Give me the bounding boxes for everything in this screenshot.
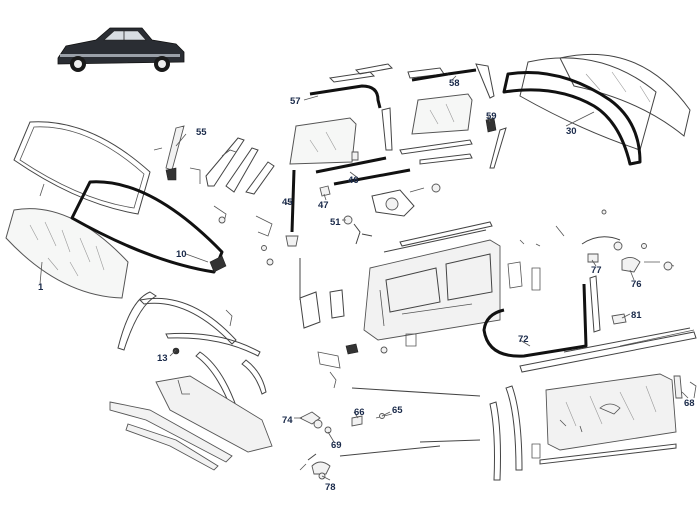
- vent-window-parts: [153, 125, 275, 266]
- callout-47: 47: [318, 200, 329, 211]
- callout-13: 13: [157, 353, 168, 364]
- callout-74: 74: [282, 415, 293, 426]
- callout-72: 72: [518, 334, 529, 345]
- callout-78: 78: [325, 482, 336, 493]
- callout-59: 59: [486, 111, 497, 122]
- callout-45: 45: [282, 197, 293, 208]
- callout-68: 68: [684, 398, 695, 409]
- small-hardware: [298, 387, 481, 480]
- windshield-seal: [70, 180, 227, 274]
- callout-10: 10: [176, 249, 187, 260]
- lower-valance: [109, 375, 273, 471]
- door-hardware: [581, 209, 675, 325]
- callouts: 1 10 13 30 45 46 47 51 55 57 58 59 65 66…: [38, 78, 695, 493]
- callout-1: 1: [38, 282, 44, 293]
- door-seal: [482, 275, 697, 373]
- callout-30: 30: [566, 126, 577, 137]
- callout-58: 58: [449, 78, 460, 89]
- door-inner-structure: [299, 225, 565, 389]
- windshield-glass: [5, 208, 129, 299]
- callout-69: 69: [331, 440, 342, 451]
- callout-65: 65: [392, 405, 403, 416]
- callout-55: 55: [196, 127, 207, 138]
- top-seal-assembly: [502, 53, 691, 166]
- lower-trims: [117, 291, 267, 443]
- car-thumbnail: [57, 27, 185, 72]
- leader-lines: [169, 75, 689, 481]
- quarter-panel: [489, 373, 697, 481]
- windshield-frame: [13, 121, 151, 215]
- door-window-parts: [289, 63, 507, 169]
- callout-51: 51: [330, 217, 341, 228]
- callout-46: 46: [348, 175, 359, 186]
- callout-76: 76: [631, 279, 642, 290]
- callout-66: 66: [354, 407, 365, 418]
- window-regulator-parts: [285, 156, 493, 253]
- callout-81: 81: [631, 310, 642, 321]
- callout-57: 57: [290, 96, 301, 107]
- callout-77: 77: [591, 265, 602, 276]
